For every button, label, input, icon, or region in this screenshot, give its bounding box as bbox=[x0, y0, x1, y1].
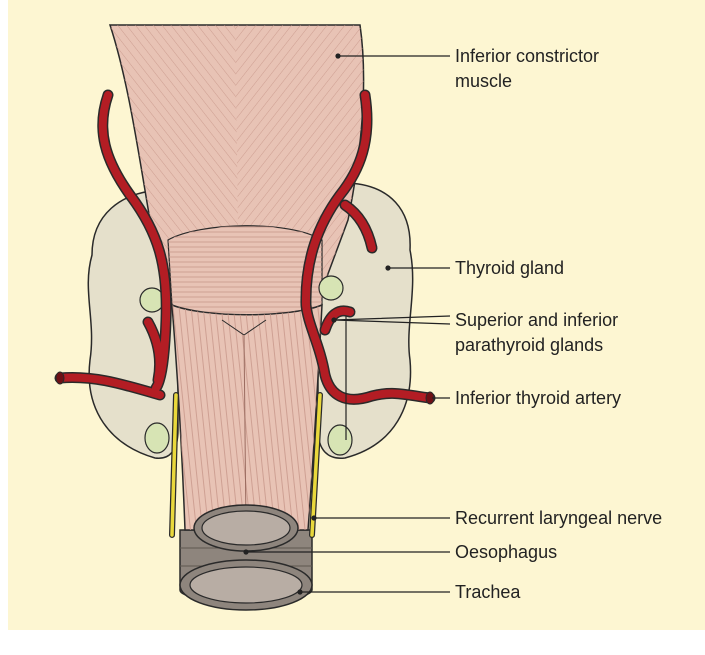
label-line-2: muscle bbox=[455, 69, 599, 94]
label-line-2: parathyroid glands bbox=[455, 333, 618, 358]
label-line-1: Superior and inferior bbox=[455, 308, 618, 333]
left-artery-cut-end bbox=[56, 372, 64, 384]
label-inferior-thyroid-artery: Inferior thyroid artery bbox=[455, 386, 621, 411]
label-parathyroid-glands: Superior and inferior parathyroid glands bbox=[455, 308, 618, 358]
oesophagus-muscle bbox=[172, 305, 322, 530]
label-oesophagus: Oesophagus bbox=[455, 540, 557, 565]
right-superior-parathyroid bbox=[319, 276, 343, 300]
label-trachea: Trachea bbox=[455, 580, 520, 605]
label-recurrent-laryngeal-nerve: Recurrent laryngeal nerve bbox=[455, 506, 662, 531]
label-thyroid-gland: Thyroid gland bbox=[455, 256, 564, 281]
oesophagus-ring bbox=[194, 505, 298, 551]
right-inferior-parathyroid bbox=[328, 425, 352, 455]
label-line-1: Inferior constrictor bbox=[455, 44, 599, 69]
label-inferior-constrictor-muscle: Inferior constrictor muscle bbox=[455, 44, 599, 94]
trachea-ring bbox=[180, 560, 312, 610]
left-inferior-parathyroid bbox=[145, 423, 169, 453]
